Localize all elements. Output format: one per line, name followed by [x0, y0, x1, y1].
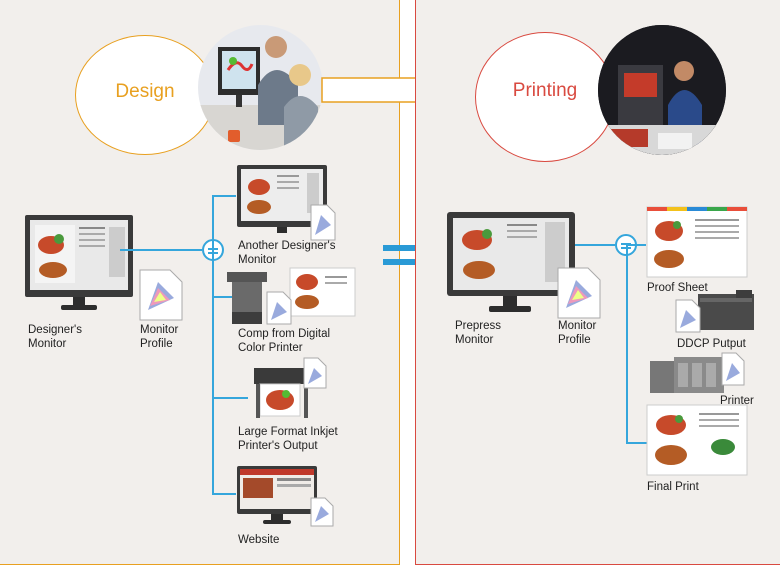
printing-circle: [475, 32, 615, 162]
design-title: Design: [115, 81, 175, 102]
prepress-profile-icon: [557, 267, 601, 319]
proof-sheet-image: [646, 206, 748, 278]
another-monitor-label: Another Designer's Monitor: [238, 240, 336, 266]
website-monitor-image: [237, 466, 334, 527]
prepress-monitor-label: Prepress Monitor: [455, 320, 502, 346]
connector-line: [575, 244, 615, 246]
comp-printer-label: Comp from Digital Color Printer: [238, 328, 331, 354]
design-monitor-profile-label: Monitor Profile: [140, 324, 179, 350]
proof-sheet-label: Proof Sheet: [647, 282, 708, 294]
ddcp-device-image: [675, 290, 754, 333]
design-circle: [75, 35, 215, 155]
connector-line: [212, 195, 236, 197]
press-printer-image: [650, 352, 745, 393]
connector-line: [626, 442, 648, 444]
inkjet-printer-image: [254, 357, 327, 418]
printing-photo: [598, 25, 726, 155]
printing-title: Printing: [512, 80, 578, 101]
designers-photo: [198, 25, 323, 150]
big-equals-top: [383, 245, 431, 251]
inkjet-label: Large Format Inkjet Printer's Output: [238, 426, 338, 452]
final-print-image: [646, 404, 748, 476]
final-print-label: Final Print: [647, 481, 699, 493]
connector-line: [212, 296, 236, 298]
website-label: Website: [238, 534, 280, 546]
big-equals-bottom: [383, 259, 431, 265]
ddcp-label: DDCP Putput: [677, 338, 746, 350]
designers-monitor-image: [25, 215, 133, 310]
comp-printer-image: [227, 267, 356, 325]
designers-monitor-label: Designer's Monitor: [28, 324, 82, 350]
printer-label: Printer: [720, 395, 754, 407]
connector-line: [212, 195, 214, 495]
connector-line: [212, 493, 236, 495]
connector-line: [626, 244, 646, 246]
connector-line: [626, 244, 628, 444]
prepress-monitor-image: [447, 212, 575, 312]
another-monitor-image: [237, 165, 336, 241]
connector-line: [212, 397, 248, 399]
printing-monitor-profile-label: Monitor Profile: [558, 320, 597, 346]
connector-line: [120, 249, 202, 251]
monitor-profile-icon: [139, 269, 183, 321]
